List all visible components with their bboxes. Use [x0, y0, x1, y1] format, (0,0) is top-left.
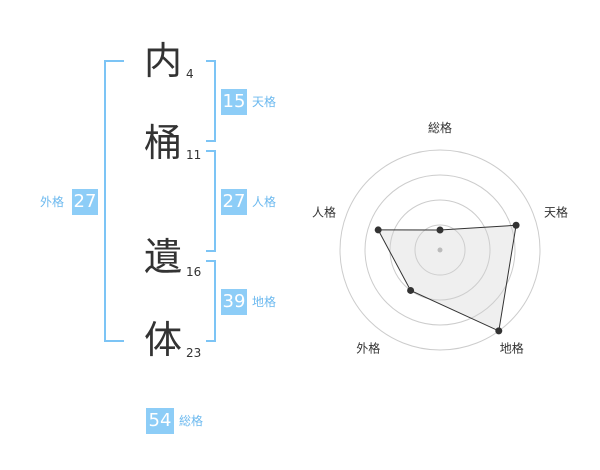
tenkaku-label: 天格 — [252, 95, 277, 109]
radar-ring-4 — [339, 149, 541, 351]
radar-point-0 — [436, 226, 444, 234]
stroke-count-3: 16 — [186, 265, 202, 279]
radar-axis-label-2: 地格 — [500, 341, 524, 356]
radar-axis-label-0: 総格 — [428, 120, 452, 135]
tenkaku-bracket — [206, 60, 216, 142]
soukaku-value: 54 — [146, 408, 174, 434]
chikaku-label: 地格 — [252, 295, 277, 309]
radar-points — [374, 221, 520, 335]
radar-point-3 — [407, 286, 415, 294]
radar-axis-label-1: 天格 — [544, 204, 568, 219]
radar-center — [437, 247, 443, 253]
radar-ring-1 — [414, 224, 466, 276]
stroke-count-1: 4 — [186, 67, 194, 81]
name-char-1: 内 — [143, 39, 182, 83]
name-char-2: 桶 — [143, 121, 182, 165]
stroke-count-4: 23 — [186, 346, 202, 360]
radar-rings — [339, 149, 541, 351]
gaikaku-label: 外格 — [40, 195, 65, 209]
tenkaku-value: 15 — [221, 89, 247, 115]
radar-axis-label-3: 外格 — [356, 341, 380, 356]
chikaku-bracket — [206, 260, 216, 342]
soukaku-label: 総格 — [179, 414, 204, 428]
radar-point-1 — [512, 221, 520, 229]
gaikaku-bracket — [104, 60, 124, 342]
gaikaku-value: 27 — [72, 189, 98, 215]
radar-point-2 — [495, 327, 503, 335]
stroke-count-2: 11 — [186, 148, 202, 162]
radar-point-4 — [374, 226, 382, 234]
jinkaku-label: 人格 — [252, 195, 277, 209]
name-char-4: 体 — [143, 318, 182, 362]
chikaku-value: 39 — [221, 289, 247, 315]
jinkaku-value: 27 — [221, 189, 247, 215]
radar-area — [377, 224, 517, 332]
name-char-3: 遺 — [143, 235, 182, 279]
radar-axis-label-4: 人格 — [312, 204, 336, 219]
radar-ring-3 — [364, 174, 516, 326]
radar-ring-2 — [389, 199, 491, 301]
jinkaku-bracket — [206, 150, 216, 252]
